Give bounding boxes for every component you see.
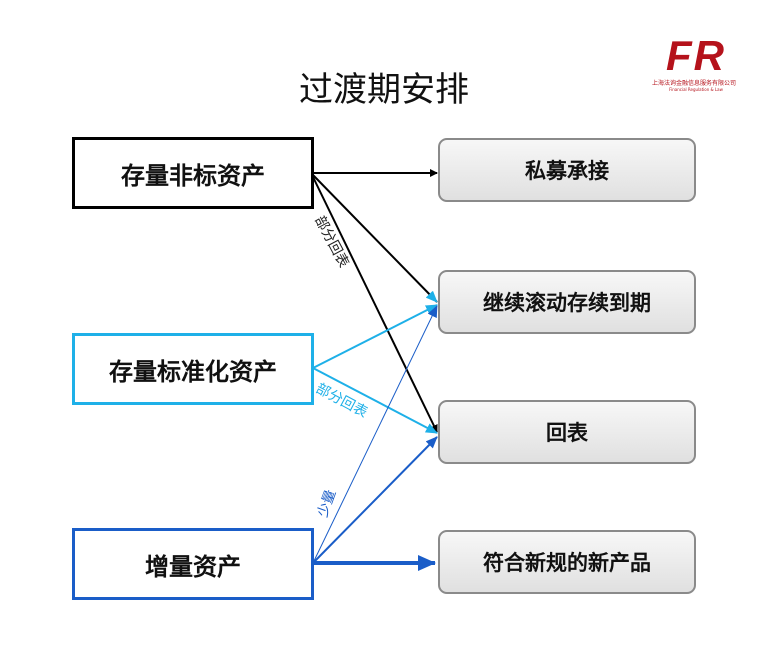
source-new-assets: 增量资产 bbox=[72, 528, 314, 600]
logo-tagline: Financial Regulation & Law bbox=[669, 87, 723, 92]
arrow-nonstd-to-return bbox=[312, 176, 438, 433]
target-new-compliant-products: 符合新规的新产品 bbox=[438, 530, 696, 594]
logo-mark: FR bbox=[666, 32, 726, 79]
arrow-std-to-rolling bbox=[312, 304, 438, 369]
arrow-nonstd-to-rolling bbox=[312, 174, 438, 303]
arrow-new-to-return bbox=[312, 436, 438, 564]
target-private-placement: 私募承接 bbox=[438, 138, 696, 202]
page-title: 过渡期安排 bbox=[299, 70, 469, 110]
source-nonstandard-assets: 存量非标资产 bbox=[72, 137, 314, 209]
arrow-std-to-return bbox=[312, 367, 438, 434]
source-standard-assets: 存量标准化资产 bbox=[72, 333, 314, 405]
arrow-new-to-rolling bbox=[312, 305, 438, 564]
target-rolling-to-maturity: 继续滚动存续到期 bbox=[438, 270, 696, 334]
company-logo: FR 上海法询金融信息服务有限公司 Financial Regulation &… bbox=[652, 32, 736, 93]
logo-company: 上海法询金融信息服务有限公司 bbox=[652, 80, 737, 87]
target-return-to-balance-sheet: 回表 bbox=[438, 400, 696, 464]
